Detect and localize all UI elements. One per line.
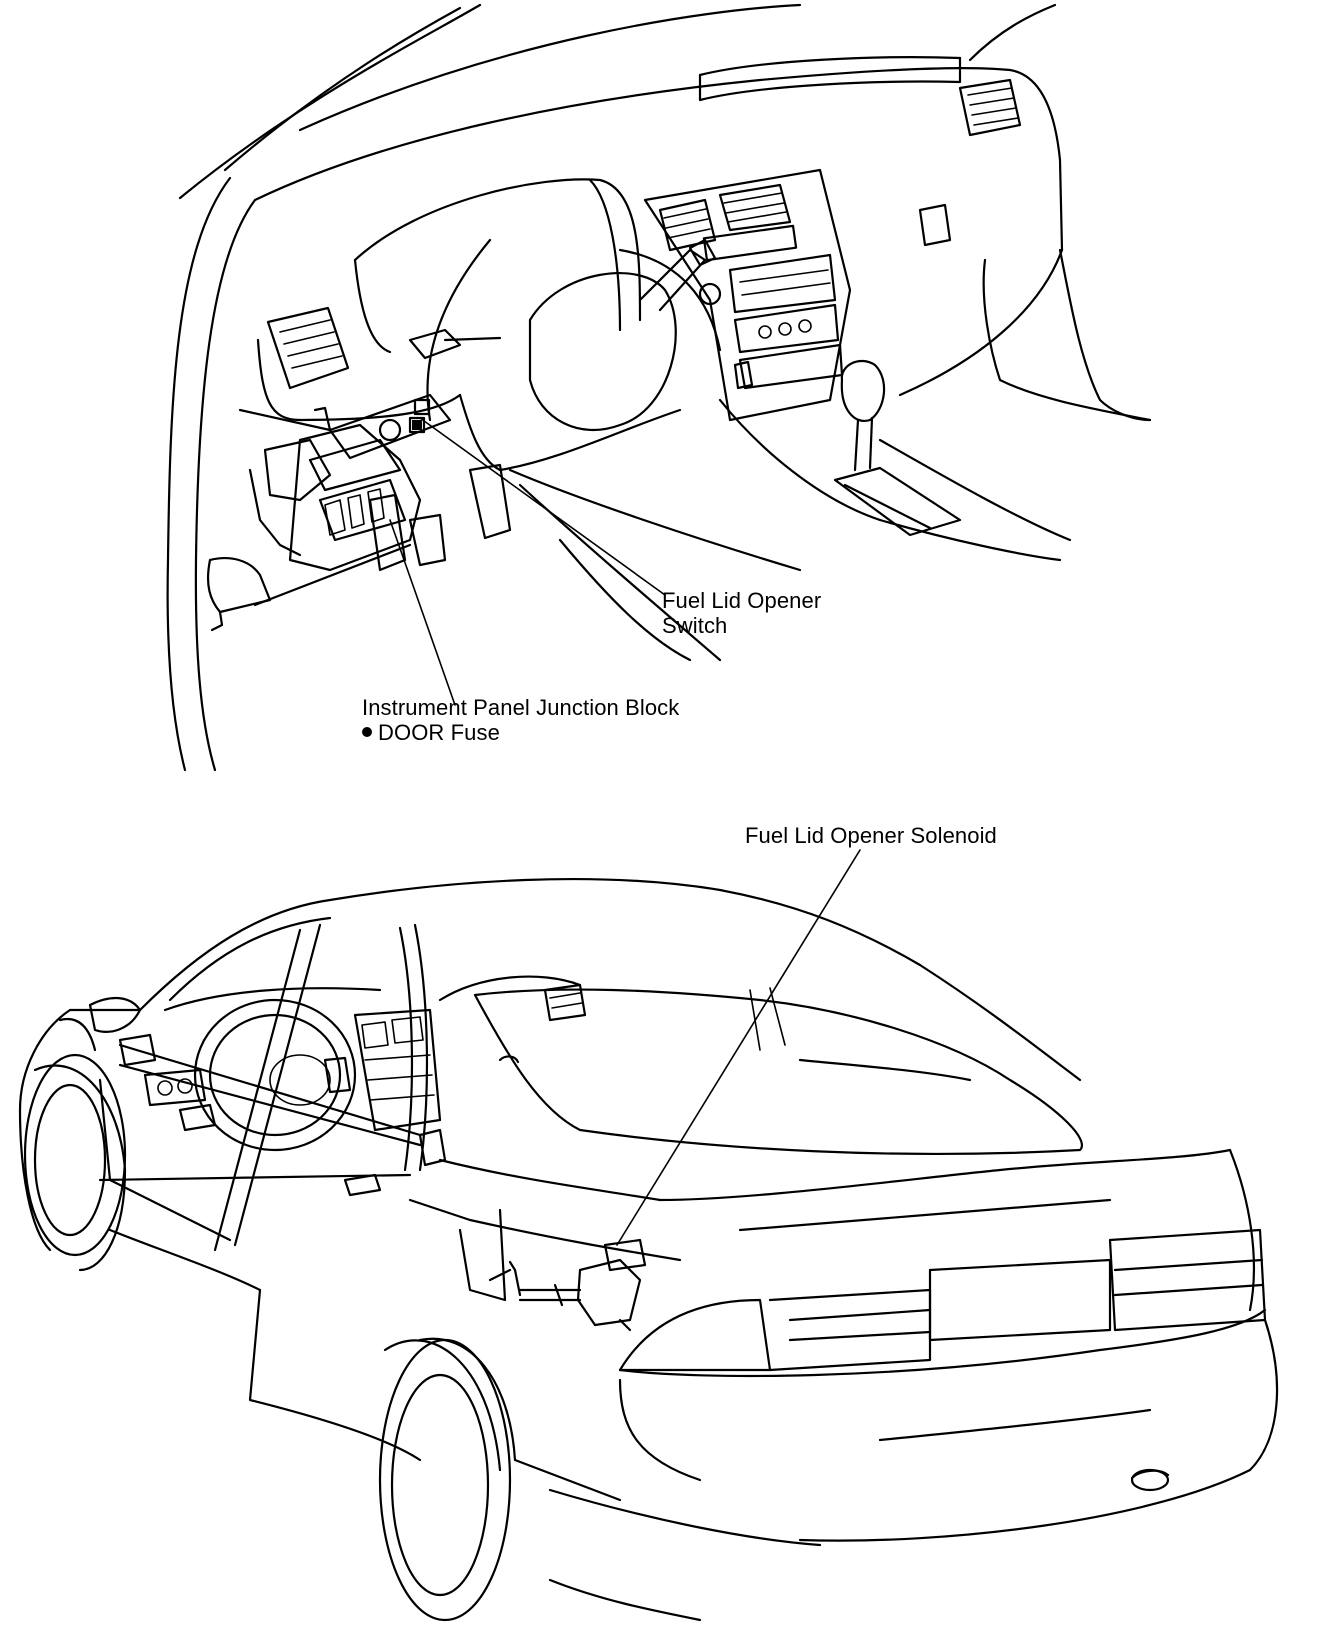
- door-fuse-text: DOOR Fuse: [378, 720, 500, 745]
- junction-block-label-line1: Instrument Panel Junction Block: [362, 695, 680, 720]
- switch-label-line1: Fuel Lid Opener: [662, 588, 822, 613]
- switch-label-line2: Switch: [662, 613, 728, 638]
- fuel-lid-opener-solenoid-label: Fuel Lid Opener Solenoid: [745, 823, 997, 848]
- dashboard-view: [166, 3, 1152, 772]
- door-fuse-label: DOOR Fuse: [362, 720, 679, 745]
- fuel-lid-opener-switch-label: Fuel Lid Opener Switch: [662, 588, 821, 638]
- bullet-icon: [362, 727, 372, 738]
- car-view: [18, 849, 1279, 1622]
- junction-block-label: Instrument Panel Junction Block DOOR Fus…: [362, 695, 679, 745]
